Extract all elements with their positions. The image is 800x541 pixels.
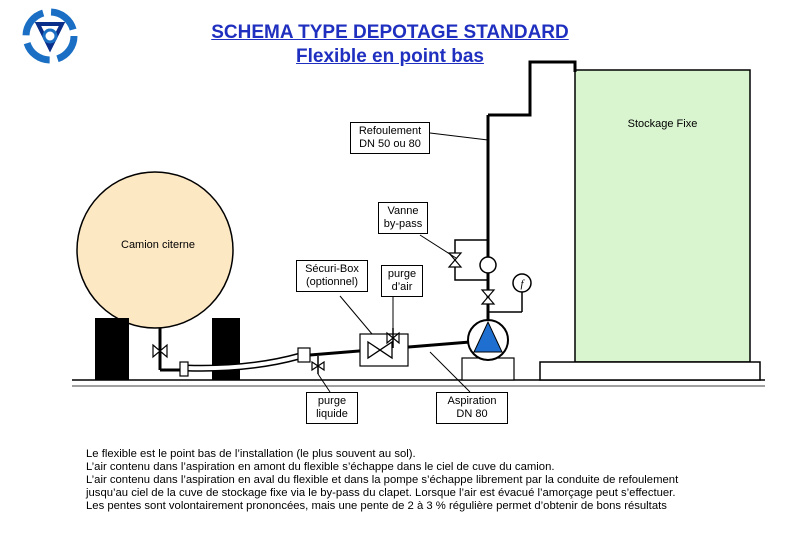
company-logo-icon (22, 8, 78, 64)
truck-tank (76, 171, 234, 329)
description-line: Les pentes sont volontairement prononcée… (86, 500, 667, 512)
air-purge-label: purge d’air (381, 265, 423, 297)
aspiration-label: Aspiration DN 80 (436, 392, 508, 424)
refoulement-label: Refoulement DN 50 ou 80 (350, 122, 430, 154)
storage-tank (574, 69, 751, 363)
storage-tank-base (539, 361, 761, 381)
storage-label: Stockage Fixe (627, 118, 698, 130)
description-line: Le flexible est le point bas de l’instal… (86, 448, 416, 460)
description-line: jusqu’au ciel de la cuve de stockage fix… (86, 487, 676, 499)
securibox-label: Sécuri-Box (optionnel) (296, 260, 368, 292)
truck-wheel-left (95, 318, 129, 380)
description-line: L’air contenu dans l’aspiration en amont… (86, 461, 555, 473)
bypass-valve-label: Vanne by-pass (378, 202, 428, 234)
pressure-gauge (512, 273, 532, 293)
page-subtitle: Flexible en point bas (296, 46, 484, 67)
page-title: SCHEMA TYPE DEPOTAGE STANDARD (211, 22, 569, 43)
liquid-purge-label: purge liquide (306, 392, 358, 424)
truck-label: Camion citerne (121, 239, 195, 251)
description: Le flexible est le point bas de l’instal… (86, 448, 786, 513)
description-line: L’air contenu dans l’aspiration en aval … (86, 474, 679, 486)
gauge-symbol: f (520, 278, 525, 290)
